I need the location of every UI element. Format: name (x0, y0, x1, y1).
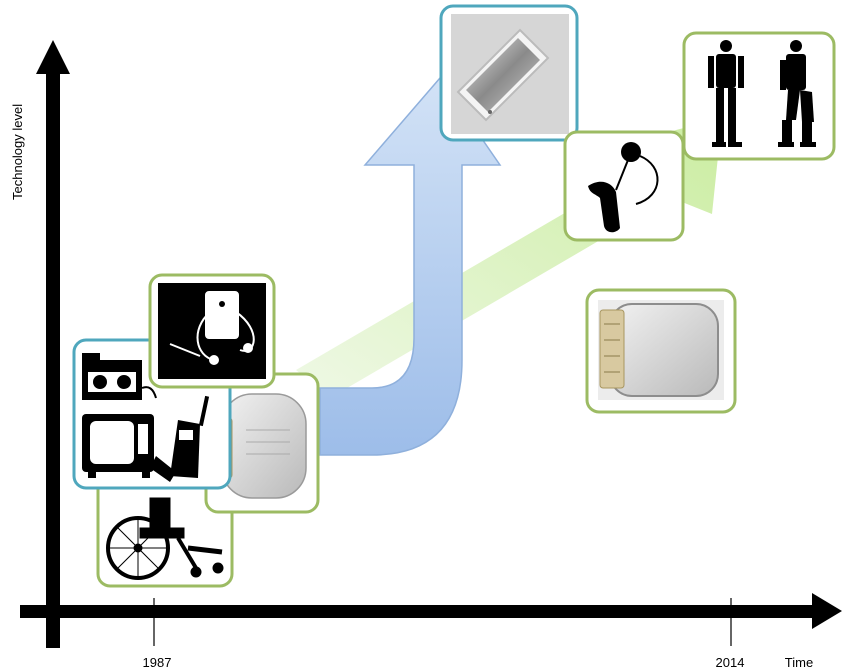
exoskeleton-frame (682, 31, 836, 161)
modern-pacemaker-frame (585, 288, 737, 414)
smartphone-icon (456, 28, 550, 122)
exoskeleton-icon (708, 40, 816, 147)
y-axis-arrowhead (36, 40, 70, 74)
walkman-frame (148, 273, 276, 389)
smartphone-frame (439, 4, 579, 142)
x-tick-label-2014: 2014 (716, 655, 745, 670)
cochlear-implant-frame (563, 130, 685, 242)
television-icon (82, 414, 154, 478)
radio-icon (82, 353, 157, 400)
y-axis-label: Technology level (10, 104, 25, 200)
walkman-icon (169, 291, 255, 365)
consumer-electronics-frame (72, 338, 232, 490)
x-axis (20, 605, 816, 618)
y-axis (46, 62, 60, 648)
wheelchair-frame (96, 474, 234, 588)
mobile-phone-icon (150, 395, 210, 482)
modern-pacemaker-icon (598, 300, 724, 400)
x-axis-label: Time (785, 655, 813, 670)
x-tick-label-1987: 1987 (143, 655, 172, 670)
cochlear-implant-icon (588, 142, 659, 233)
x-axis-arrowhead (812, 593, 842, 629)
blue-trend-arrow (319, 76, 502, 456)
wheelchair-icon (106, 497, 224, 580)
